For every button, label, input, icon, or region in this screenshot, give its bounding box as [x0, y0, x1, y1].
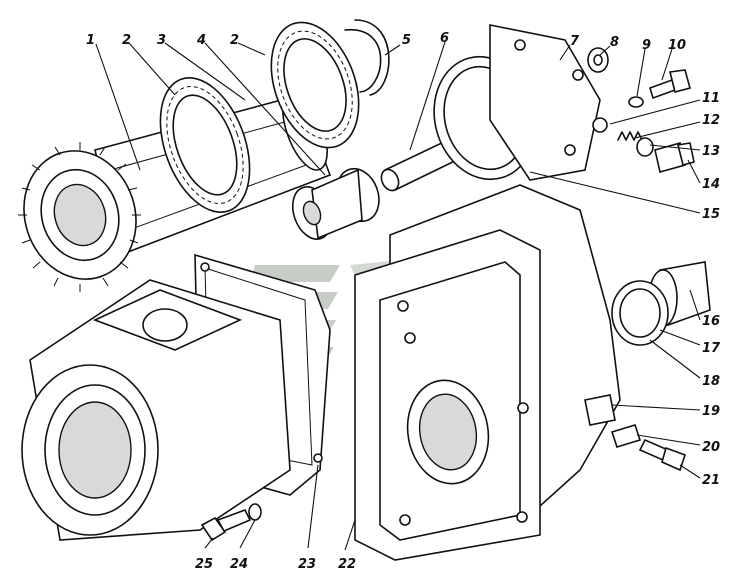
bolt-21: [638, 438, 687, 472]
callout-13: 13: [702, 144, 720, 159]
leader-lines: [95, 41, 701, 551]
callout-7: 7: [570, 34, 580, 49]
transmission-housing: [354, 184, 621, 561]
callout-18: 18: [702, 374, 720, 389]
spur-gear: [18, 142, 141, 292]
washer-9: [628, 96, 644, 108]
callout-17: 17: [702, 341, 721, 356]
callout-14: 14: [702, 177, 720, 192]
washer-13: [636, 137, 654, 157]
cover-plate: [489, 24, 601, 181]
callout-23: 23: [298, 557, 316, 572]
washer-24: [248, 503, 262, 521]
callout-2b: 2: [230, 33, 239, 48]
callout-6: 6: [440, 31, 449, 46]
callout-1: 1: [86, 33, 95, 48]
callout-15: 15: [702, 207, 720, 222]
callout-3: 3: [157, 33, 166, 48]
bolt-25: [200, 509, 252, 542]
callout-16: 16: [702, 314, 720, 329]
washer-8: [587, 47, 609, 73]
callout-2a: 2: [122, 33, 131, 48]
callout-5: 5: [402, 33, 411, 48]
ball-11: [592, 117, 608, 133]
callout-12: 12: [702, 113, 720, 128]
retaining-ring: [611, 280, 669, 346]
spring-12: [617, 131, 643, 141]
callout-11: 11: [702, 91, 720, 106]
bracket: [584, 394, 642, 448]
bearing-left: [159, 77, 251, 213]
callout-20: 20: [702, 440, 720, 455]
callout-8: 8: [610, 35, 619, 50]
callout-9: 9: [642, 38, 651, 53]
bearing-right: [270, 21, 360, 149]
callout-19: 19: [702, 404, 720, 419]
snap-ring: [344, 19, 390, 96]
callout-labels: 1 2 3 4 2 5 6 7 8 9 10 11 12 13 14 15 16…: [86, 31, 721, 572]
callout-21: 21: [702, 473, 720, 488]
front-housing: [21, 279, 291, 541]
callout-4: 4: [196, 33, 206, 48]
bolt-10: [649, 69, 691, 100]
callout-25: 25: [195, 557, 213, 572]
small-gear: [291, 167, 380, 240]
callout-24: 24: [230, 557, 248, 572]
callout-22: 22: [338, 557, 356, 572]
callout-10: 10: [668, 38, 686, 53]
